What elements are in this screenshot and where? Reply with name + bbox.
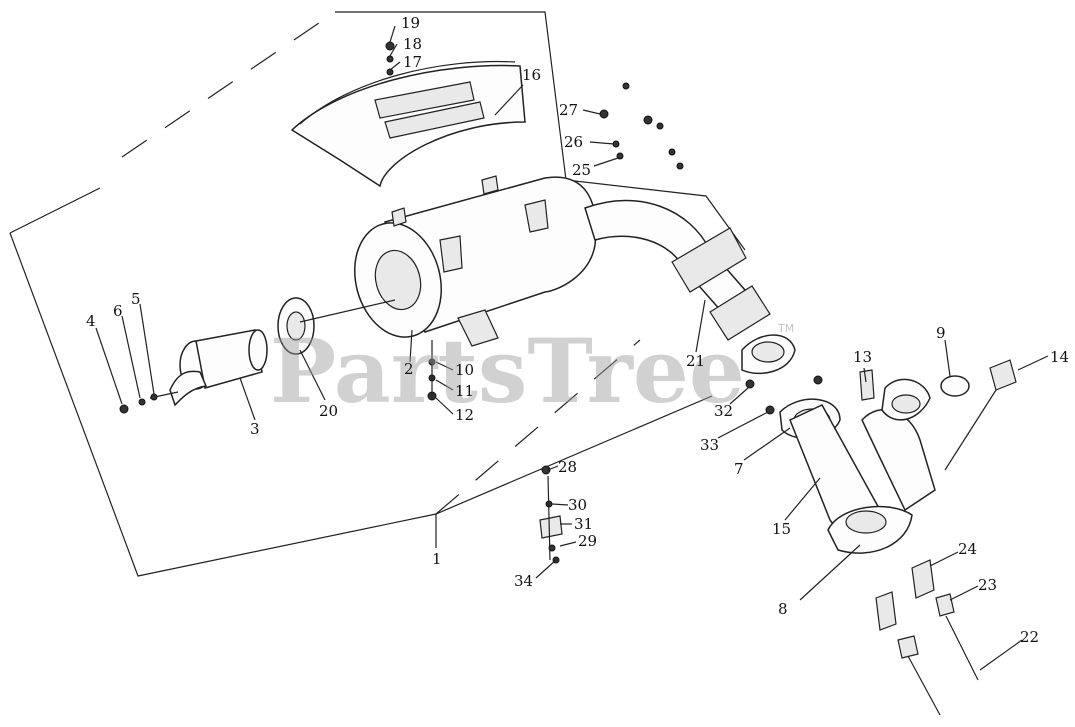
callout-7: 7 xyxy=(734,460,744,478)
callout-17: 17 xyxy=(403,53,422,71)
callout-1: 1 xyxy=(432,550,442,568)
callout-23: 23 xyxy=(978,576,997,594)
callout-15: 15 xyxy=(772,520,791,538)
callout-3: 3 xyxy=(250,420,260,438)
exhaust-pipe xyxy=(584,199,771,341)
callout-31: 31 xyxy=(574,515,593,533)
callout-8: 8 xyxy=(778,600,788,618)
leader-lines xyxy=(95,25,1049,671)
callout-6: 6 xyxy=(113,302,123,320)
callout-12: 12 xyxy=(455,406,474,424)
watermark-trademark: TM xyxy=(777,322,794,335)
hardware xyxy=(119,41,1017,716)
callout-14: 14 xyxy=(1050,348,1069,366)
callout-25: 25 xyxy=(572,161,591,179)
callout-24: 24 xyxy=(958,540,977,558)
callout-27: 27 xyxy=(559,101,578,119)
callout-16: 16 xyxy=(522,66,541,84)
callout-18: 18 xyxy=(403,35,422,53)
muffler xyxy=(353,175,597,347)
exhaust-manifold xyxy=(789,375,970,554)
callout-26: 26 xyxy=(564,133,583,151)
watermark-text: PartsTree xyxy=(270,319,745,423)
callout-22: 22 xyxy=(1020,628,1039,646)
callout-13: 13 xyxy=(853,348,872,366)
callout-2: 2 xyxy=(404,360,414,378)
callout-5: 5 xyxy=(131,290,141,308)
callout-33: 33 xyxy=(700,436,719,454)
callout-29: 29 xyxy=(578,532,597,550)
heat-shield xyxy=(290,60,526,188)
callout-10: 10 xyxy=(455,361,474,379)
callout-34: 34 xyxy=(514,572,533,590)
tail-pipe xyxy=(149,297,396,407)
callout-21: 21 xyxy=(686,352,705,370)
callout-19: 19 xyxy=(401,14,420,32)
callout-labels: 1 2 3 4 5 6 7 8 9 10 11 12 13 14 15 16 1… xyxy=(86,14,1069,646)
callout-20: 20 xyxy=(319,402,338,420)
callout-30: 30 xyxy=(568,496,587,514)
callout-28: 28 xyxy=(558,458,577,476)
callout-11: 11 xyxy=(455,382,474,400)
callout-4: 4 xyxy=(86,312,96,330)
callout-9: 9 xyxy=(936,324,946,342)
callout-32: 32 xyxy=(714,402,733,420)
